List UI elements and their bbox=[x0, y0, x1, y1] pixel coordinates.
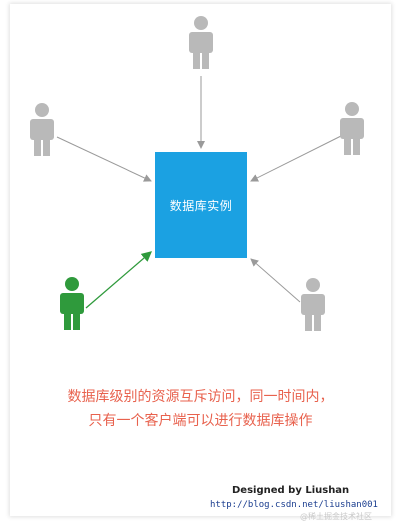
database-instance-label: 数据库实例 bbox=[169, 198, 233, 213]
caption-line-2: 只有一个客户端可以进行数据库操作 bbox=[88, 413, 313, 429]
caption-line-1: 数据库级别的资源互斥访问，同一时间内， bbox=[67, 389, 334, 405]
user-icon-right bbox=[340, 102, 364, 155]
arrow-active-user bbox=[85, 251, 152, 309]
user-icon-active bbox=[60, 277, 84, 330]
user-icon-top bbox=[189, 16, 213, 69]
designer-credit: Designed by Liushan bbox=[232, 485, 350, 496]
arrow-left-user bbox=[56, 136, 152, 182]
watermark: @稀土掘金技术社区 bbox=[300, 512, 372, 521]
user-icon-bottom-right bbox=[301, 278, 325, 331]
blog-url: http://blog.csdn.net/liushan001 bbox=[210, 500, 378, 510]
database-instance-box: 数据库实例 bbox=[155, 152, 247, 258]
arrow-right-user bbox=[250, 135, 342, 182]
user-icon-left bbox=[30, 103, 54, 156]
arrow-bottom-right-user bbox=[250, 258, 301, 303]
